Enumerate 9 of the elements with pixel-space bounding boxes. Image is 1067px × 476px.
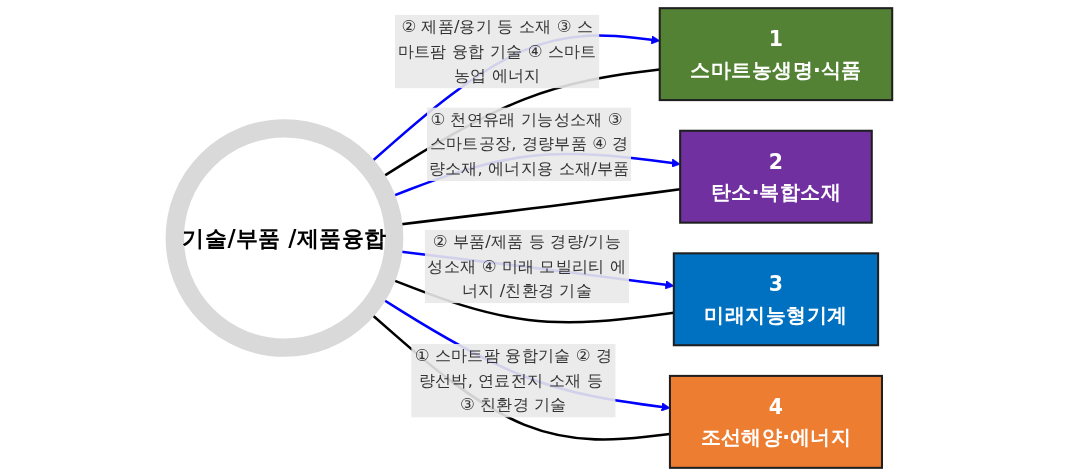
edge-label: ② 제품/용기 등 소재 ③ 스마트팜 융합 기술 ④ 스마트농업 에너지 [397,16,597,86]
node-box: 1 스마트농생명·식품 [658,7,894,102]
edge-label: ② 부품/제품 등 경량/기능성소재 ④ 미래 모빌리티 에너지 /친환경 기술 [427,231,627,301]
node-box: 4 조선해양·에너지 [668,374,883,469]
edge-label: ① 스마트팜 융합기술 ② 경량선박, 연료전지 소재 등 ③ 친환경 기술 [414,346,613,415]
node-circle: 기술/부품 /제품융합 [165,119,404,357]
node-box: 3 미래지능형기계 [672,252,880,347]
node-box: 2 탄소·복합소재 [679,129,873,224]
edge-label: ① 천연유래 기능성소재 ③ 스마트공장, 경량부품 ④ 경량소재, 에너지용 소재/부품 [428,109,630,179]
